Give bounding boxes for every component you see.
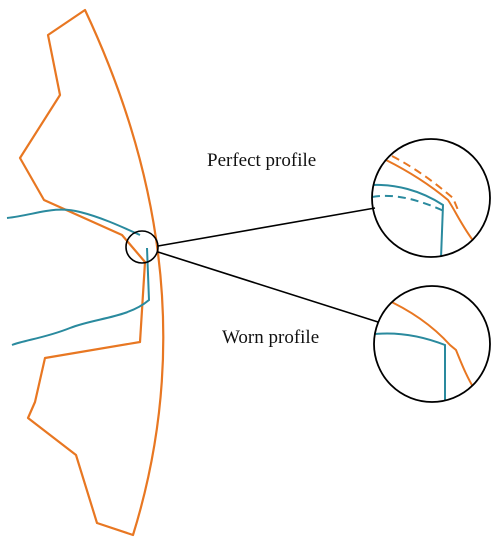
tooth-profile-upper [6,208,141,236]
connector-line-worn [157,251,379,323]
zoom-worn-profile [374,297,479,402]
zoom-circle-perfect [371,138,491,258]
perfect-teal-solid [372,183,445,257]
perfect-teal-dashed [372,194,447,213]
perfect-orange-solid [385,159,476,244]
worn-orange [382,297,479,396]
worn-profile-label: Worn profile [222,327,320,348]
tooth-profile-lower [11,247,151,346]
perfect-orange-dashed [391,155,459,211]
zoom-perfect-profile [372,155,476,257]
magnifier-circle [125,230,159,264]
gear-sector-outline [18,8,165,537]
perfect-profile-label: Perfect profile [207,150,317,171]
zoom-circle-worn [373,285,491,403]
connector-line-perfect [157,207,376,247]
worn-teal [374,332,446,402]
